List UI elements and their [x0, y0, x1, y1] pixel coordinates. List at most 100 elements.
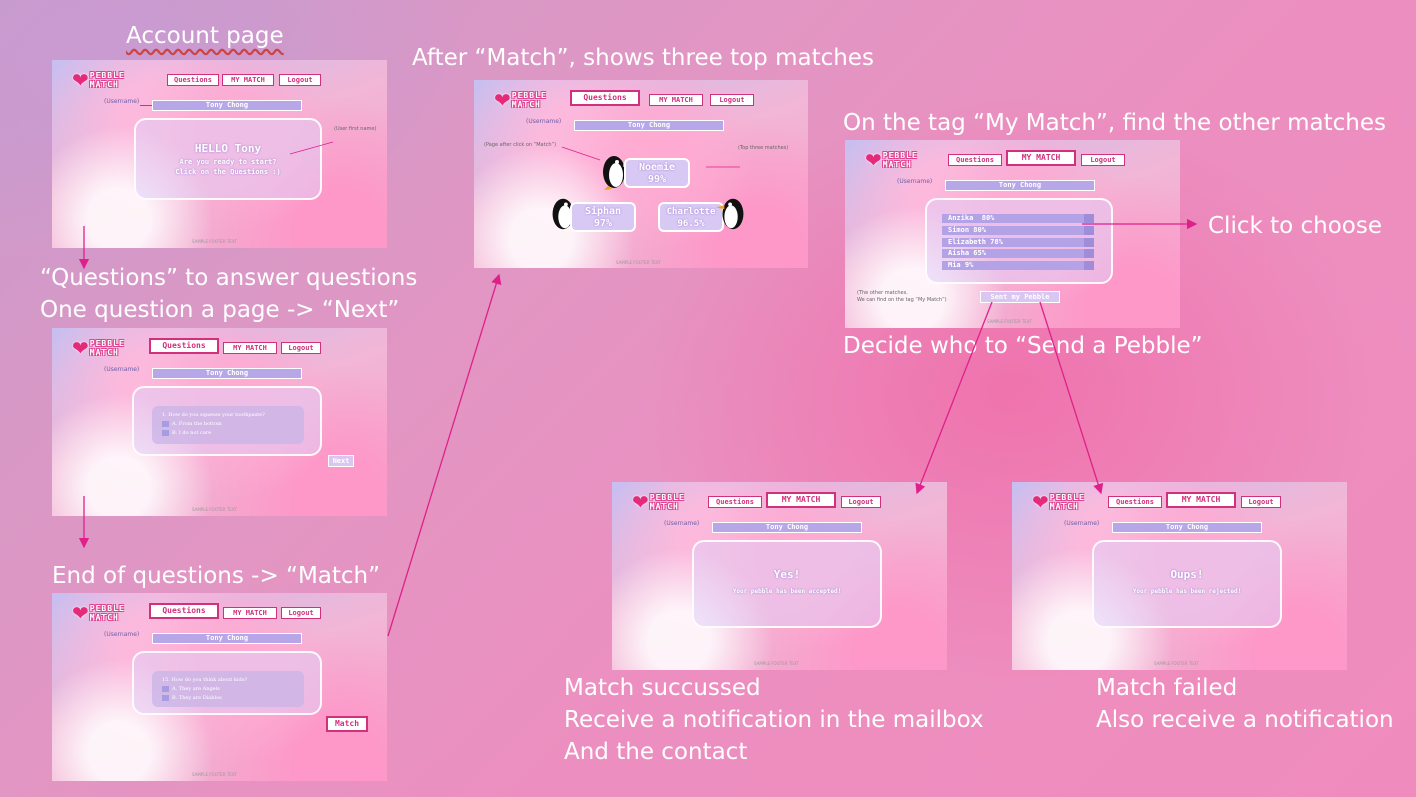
nav-questions-button[interactable]: Questions	[1108, 496, 1162, 508]
heart-icon: ❤	[632, 490, 649, 514]
match-row-name: Simon	[948, 226, 970, 234]
nav-logout-button[interactable]: Logout	[279, 74, 321, 86]
caption-success-1: Match succussed	[564, 675, 761, 701]
hello-text: HELLO Tony	[194, 142, 262, 155]
nav-logout-button[interactable]: Logout	[1081, 154, 1125, 166]
question-text: 1. How do you squeeze your toothpaste?	[162, 412, 265, 418]
checkbox-icon[interactable]	[162, 421, 169, 427]
caption-my-match-tag: On the tag “My Match”, find the other ma…	[843, 110, 1386, 136]
match-button[interactable]: Match	[326, 716, 368, 732]
match-row-percent: 78%	[990, 238, 1003, 246]
screenshot-rejected: ❤ PEBBLE MATCH Questions MY MATCH Logout…	[1012, 482, 1347, 670]
result-message: Your pebble has been accepted!	[732, 588, 842, 595]
match-card-1[interactable]: Noemie 99%	[624, 158, 690, 188]
username-label: (Username)	[1064, 520, 1100, 527]
annotation-other-1: (The other matches.	[857, 290, 908, 296]
nav-logout-button[interactable]: Logout	[281, 342, 321, 354]
app-logo: ❤ PEBBLE MATCH	[1032, 492, 1085, 512]
nav-logout-button[interactable]: Logout	[710, 94, 754, 106]
footer-text: SAMPLE FOOTER TEXT	[987, 319, 1032, 324]
username-bar: Tony Chong	[152, 100, 302, 111]
nav-logout-button[interactable]: Logout	[841, 496, 881, 508]
app-logo: ❤ PEBBLE MATCH	[72, 70, 125, 90]
send-pebble-button[interactable]: Sent my Pebble	[980, 291, 1060, 303]
checkbox-icon[interactable]	[162, 686, 169, 692]
footer-text: SAMPLE FOOTER TEXT	[192, 772, 237, 777]
match-name-3: Charlotte	[666, 207, 716, 217]
option-a[interactable]: A. They are Angels	[162, 686, 220, 692]
match-row[interactable]: Aisha 65%	[942, 249, 1094, 258]
pointer-line	[140, 105, 154, 106]
option-b[interactable]: B. They are Diablos	[162, 695, 222, 701]
match-row-name: Anzika	[948, 214, 974, 222]
select-toggle[interactable]	[1084, 226, 1094, 235]
nav-my-match-button[interactable]: MY MATCH	[223, 342, 277, 354]
nav-logout-button[interactable]: Logout	[281, 607, 321, 619]
screenshot-accepted: ❤ PEBBLE MATCH Questions MY MATCH Logout…	[612, 482, 947, 670]
question-box: 1. How do you squeeze your toothpaste? A…	[152, 406, 304, 444]
option-a-label: A. They are Angels	[172, 686, 220, 692]
heart-icon: ❤	[72, 601, 89, 625]
select-toggle[interactable]	[1084, 238, 1094, 247]
select-toggle[interactable]	[1084, 214, 1094, 223]
select-toggle[interactable]	[1084, 249, 1094, 258]
option-b-label: B. They are Diablos	[172, 695, 222, 701]
annotation-top-three: (Top three matches)	[738, 145, 789, 151]
nav-questions-button[interactable]: Questions	[149, 603, 219, 619]
footer-text: SAMPLE FOOTER TEXT	[1154, 661, 1199, 666]
heart-icon: ❤	[1032, 490, 1049, 514]
caption-success-3: And the contact	[564, 739, 748, 765]
match-row-name: Mia	[948, 261, 961, 269]
annotation-first-name: (User first name)	[334, 126, 377, 132]
option-b[interactable]: B. I do not care	[162, 430, 211, 436]
result-card: Yes! Your pebble has been accepted!	[692, 540, 882, 628]
caption-end-questions: End of questions -> “Match”	[52, 563, 381, 589]
question-box: 15. How do you think about kids? A. They…	[152, 671, 304, 707]
select-toggle[interactable]	[1084, 261, 1094, 270]
logo-line2: MATCH	[882, 160, 912, 169]
app-logo: ❤ PEBBLE MATCH	[494, 90, 547, 110]
app-logo: ❤ PEBBLE MATCH	[632, 492, 685, 512]
logo-line2: MATCH	[649, 502, 679, 511]
caption-click-choose: Click to choose	[1208, 213, 1383, 239]
logo-line2: MATCH	[89, 80, 119, 89]
option-a[interactable]: A. From the bottom	[162, 421, 222, 427]
nav-my-match-button[interactable]: MY MATCH	[1166, 492, 1236, 508]
match-percent-2: 97%	[593, 218, 613, 229]
username-bar: Tony Chong	[152, 633, 302, 644]
nav-questions-button[interactable]: Questions	[708, 496, 762, 508]
nav-questions-button[interactable]: Questions	[570, 90, 640, 106]
question-card: 1. How do you squeeze your toothpaste? A…	[132, 386, 322, 456]
nav-logout-button[interactable]: Logout	[1241, 496, 1281, 508]
checkbox-icon[interactable]	[162, 695, 169, 701]
app-logo: ❤ PEBBLE MATCH	[72, 603, 125, 623]
match-row[interactable]: Anzika 80%	[942, 214, 1094, 223]
nav-questions-button[interactable]: Questions	[167, 74, 219, 86]
nav-my-match-button[interactable]: MY MATCH	[222, 74, 274, 86]
match-card-3[interactable]: Charlotte 96.5%	[658, 202, 724, 232]
match-percent-1: 99%	[647, 174, 667, 185]
logo-line2: MATCH	[511, 100, 541, 109]
screenshot-top-matches: ❤ PEBBLE MATCH Questions MY MATCH Logout…	[474, 80, 808, 268]
question-text: 15. How do you think about kids?	[162, 677, 247, 683]
username-bar: Tony Chong	[1112, 522, 1262, 533]
nav-my-match-button[interactable]: MY MATCH	[649, 94, 703, 106]
screenshot-account: ❤ PEBBLE MATCH Questions MY MATCH Logout…	[52, 60, 387, 248]
next-button[interactable]: Next	[328, 455, 354, 467]
checkbox-icon[interactable]	[162, 430, 169, 436]
nav-my-match-button[interactable]: MY MATCH	[766, 492, 836, 508]
match-card-2[interactable]: Siphan 97%	[570, 202, 636, 232]
match-row-name: Aisha	[948, 249, 970, 257]
match-row[interactable]: Simon 80%	[942, 226, 1094, 235]
nav-questions-button[interactable]: Questions	[149, 338, 219, 354]
caption-after-match: After “Match”, shows three top matches	[412, 45, 874, 71]
nav-questions-button[interactable]: Questions	[948, 154, 1002, 166]
result-message: Your pebble has been rejected!	[1132, 588, 1242, 595]
match-row-percent: 80%	[981, 214, 995, 222]
match-row[interactable]: Elizabeth 78%	[942, 238, 1094, 247]
nav-my-match-button[interactable]: MY MATCH	[1006, 150, 1076, 166]
match-row[interactable]: Mia 9%	[942, 261, 1094, 270]
nav-my-match-button[interactable]: MY MATCH	[223, 607, 277, 619]
heart-icon: ❤	[72, 68, 89, 92]
footer-text: SAMPLE FOOTER TEXT	[192, 239, 237, 244]
